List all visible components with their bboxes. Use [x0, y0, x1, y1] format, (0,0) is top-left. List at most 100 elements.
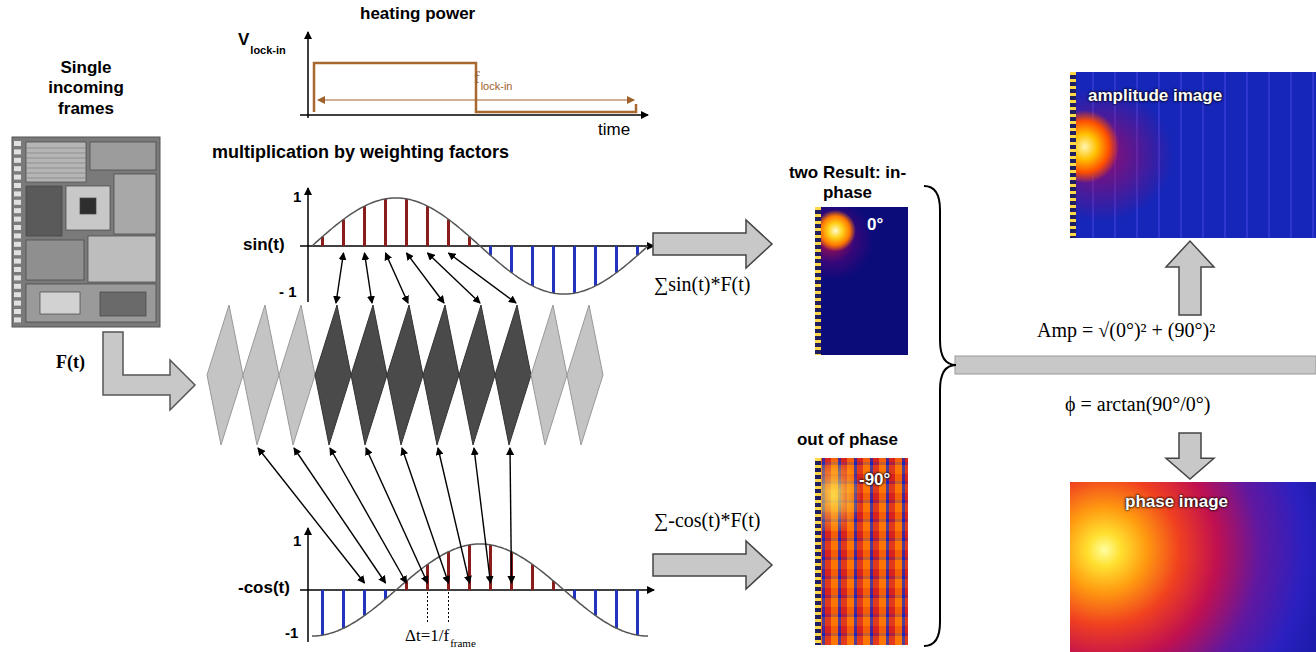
flow-arrow — [653, 541, 772, 589]
sample-line — [426, 564, 429, 590]
correlation-arrow — [386, 253, 409, 303]
thermal-image — [815, 207, 908, 355]
chip-wire — [26, 178, 86, 179]
frame-image — [423, 305, 459, 445]
chip-pad — [14, 200, 21, 205]
axis-name: time — [598, 120, 630, 140]
chip-wire — [26, 163, 86, 164]
sample-line — [342, 219, 345, 246]
chip-pad — [14, 233, 21, 238]
correlation-arrow — [510, 448, 512, 583]
interval-subscript: frame — [450, 637, 476, 650]
frame-image — [567, 305, 603, 445]
chip-block — [80, 198, 96, 214]
chip-pad — [14, 267, 21, 272]
image-title: amplitude image — [1088, 86, 1222, 106]
sample-line — [489, 545, 492, 590]
axis-tick: 1 — [293, 532, 301, 550]
edge-label: ∑sin(t)*F(t) — [652, 272, 752, 296]
chip-pad — [14, 242, 21, 247]
flow-arrow — [1166, 241, 1214, 315]
correlation-arrow — [474, 448, 491, 583]
sample-line — [552, 246, 555, 293]
chip-pad — [14, 191, 21, 196]
merge-bar — [955, 356, 1316, 374]
sample-line — [615, 590, 618, 628]
out-of-phase-image: out of phase-90° — [775, 430, 924, 647]
axis — [300, 245, 654, 247]
flow-arrow — [653, 220, 772, 268]
panel-heading: Single incoming frames — [36, 58, 136, 119]
axis-tick: - 1 — [279, 283, 297, 301]
sample-line — [405, 199, 408, 246]
amplitude-image: amplitude image — [1070, 72, 1316, 238]
axis — [300, 589, 654, 591]
frame-flow-arrow — [103, 332, 195, 410]
correlation-arrow — [366, 448, 428, 583]
chip-pad — [14, 217, 21, 222]
chip-block — [26, 240, 84, 280]
sample-line — [384, 199, 387, 246]
frame-image — [351, 305, 387, 445]
image-title: phase image — [1125, 492, 1228, 512]
chip-pad — [14, 208, 21, 213]
image-heading: two Result: in-phase — [775, 163, 920, 204]
frame-image — [243, 305, 279, 445]
sample-line — [636, 590, 639, 635]
correlation-arrow — [336, 253, 344, 303]
chip-block — [26, 284, 156, 322]
sample-line — [321, 590, 324, 635]
plot-name: -cos(t) — [238, 578, 290, 598]
interval-marker — [448, 592, 449, 622]
frame-image — [495, 305, 531, 445]
chip-pad — [14, 309, 21, 314]
chip-wire — [26, 158, 86, 159]
chip-block — [66, 186, 110, 230]
sample-line — [468, 545, 471, 590]
chip-block — [88, 236, 156, 282]
correlation-arrow — [402, 448, 449, 583]
weighting-curve — [312, 198, 648, 294]
chip-wire — [26, 153, 86, 154]
axis-tick: -1 — [285, 624, 298, 642]
axis-tick: 1 — [293, 188, 301, 206]
sample-line — [594, 590, 597, 616]
in-phase-image: two Result: in-phase 0° — [775, 163, 924, 357]
correlation-arrow — [428, 253, 481, 303]
image-heading: out of phase — [775, 430, 920, 450]
correlation-arrow — [365, 253, 373, 303]
chip-block — [40, 292, 80, 314]
frequency-subscript: lock-in — [481, 80, 513, 93]
chip-pad — [14, 292, 21, 297]
frame-image — [387, 305, 423, 445]
phase-angle: 0° — [867, 215, 883, 235]
formula-box: Amp = √(0°)² + (90°)²ϕ = arctan(90°/0°) — [1025, 318, 1313, 430]
brace — [924, 186, 956, 646]
sample-line — [531, 246, 534, 286]
interval-marker — [427, 592, 428, 622]
axis — [307, 32, 309, 118]
chip-wire — [26, 173, 86, 174]
pad-strip — [815, 458, 821, 645]
chip-block — [100, 292, 146, 316]
pad-strip — [815, 207, 821, 355]
pad-strip — [1070, 72, 1076, 238]
photo-panel: Single incoming frames — [12, 58, 160, 330]
sample-line — [363, 206, 366, 246]
frame-image — [207, 305, 243, 445]
chip-block — [26, 142, 86, 182]
chip-pad — [14, 275, 21, 280]
correlation-arrow — [330, 448, 407, 583]
correlation-arrow — [258, 448, 365, 583]
axis-subscript: lock-in — [250, 44, 285, 57]
correlation-arrow — [294, 448, 386, 583]
chip-pad — [14, 183, 21, 188]
chip-pad — [14, 317, 21, 322]
edge-label: ∑-cos(t)*F(t) — [652, 508, 762, 532]
sample-line — [447, 552, 450, 590]
chip-wire — [26, 168, 86, 169]
signal-name: F(t) — [56, 352, 85, 374]
amplitude-formula: Amp = √(0°)² + (90°)² — [1035, 318, 1217, 342]
sample-line — [594, 246, 597, 286]
axis-name: V — [238, 30, 249, 50]
